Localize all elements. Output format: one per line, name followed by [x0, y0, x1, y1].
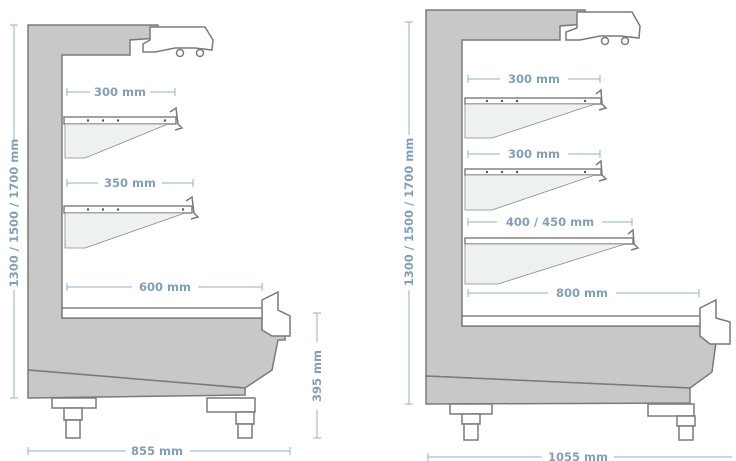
right-shelf-dim-2-label: 300 mm	[508, 147, 560, 161]
left-shelf-dim-1: 300 mm	[66, 85, 176, 99]
right-cabinet: 1300 / 1500 / 1700 mm 1055 mm 300 mm 300…	[402, 9, 732, 461]
right-cabinet-base	[425, 375, 691, 405]
right-depth-dimension: 1055 mm	[427, 450, 732, 461]
right-shelf-2-bracket	[464, 174, 596, 211]
right-shelf-2	[464, 159, 608, 211]
left-shelf-2	[63, 195, 200, 249]
right-leg-front	[647, 403, 696, 441]
right-canopy	[565, 11, 641, 41]
right-canopy-light-2	[620, 36, 630, 46]
right-shelf-2-front	[595, 159, 608, 182]
left-shelf-dim-2-label: 350 mm	[104, 176, 156, 190]
right-leg-rear-post	[461, 413, 481, 425]
right-shelf-3-front	[627, 228, 640, 251]
right-shelf-dim-4: 800 mm	[467, 286, 700, 300]
right-depth-label: 1055 mm	[548, 450, 608, 461]
right-leg-front-plate	[647, 403, 695, 417]
right-front-riser	[699, 298, 731, 345]
left-base-height-label: 395 mm	[310, 350, 324, 402]
right-shelf-1-bracket	[464, 103, 596, 139]
left-base-height-dimension: 395 mm	[310, 312, 324, 439]
right-shelf-dim-3: 400 / 450 mm	[467, 215, 633, 229]
left-height-label: 1300 / 1500 / 1700 mm	[7, 139, 21, 287]
left-shelf-1-bracket	[64, 123, 169, 159]
right-bottom-deck	[461, 315, 701, 327]
left-leg-front-plate	[206, 397, 256, 413]
left-leg-front-foot	[237, 423, 253, 439]
left-shelf-dim-3-label: 600 mm	[139, 280, 191, 294]
right-height-dimension: 1300 / 1500 / 1700 mm	[402, 21, 416, 405]
right-shelf-dim-3-label: 400 / 450 mm	[506, 215, 594, 229]
left-height-dimension: 1300 / 1500 / 1700 mm	[7, 24, 21, 399]
right-leg-front-post	[676, 415, 696, 427]
left-canopy-light-1	[175, 48, 185, 58]
right-shelf-1	[464, 88, 608, 139]
left-shelf-1	[63, 106, 184, 159]
right-leg-rear-plate	[449, 403, 493, 415]
right-shelf-3-plate	[464, 237, 634, 245]
left-depth-label: 855 mm	[131, 444, 183, 458]
left-leg-rear	[51, 397, 97, 439]
right-shelf-3	[464, 228, 640, 285]
left-leg-front-post	[235, 411, 255, 425]
left-leg-rear-foot	[65, 419, 81, 439]
shelf-rail-dots	[86, 99, 587, 211]
right-leg-rear	[449, 403, 493, 441]
right-leg-rear-foot	[463, 423, 479, 441]
right-shelf-1-plate	[464, 97, 602, 105]
right-shelf-3-bracket	[464, 243, 626, 285]
right-canopy-light-1	[600, 36, 610, 46]
left-front-riser	[261, 290, 291, 337]
right-shelf-dim-1: 300 mm	[467, 72, 601, 86]
left-cabinet: 1300 / 1500 / 1700 mm 855 mm 395 mm 300 …	[7, 24, 324, 458]
left-shelf-2-plate	[63, 205, 193, 214]
left-depth-dimension: 855 mm	[27, 444, 291, 458]
left-shelf-2-bracket	[64, 212, 186, 249]
right-shelf-dim-1-label: 300 mm	[508, 72, 560, 86]
left-canopy	[142, 26, 214, 53]
right-leg-front-foot	[678, 425, 694, 441]
left-shelf-1-plate	[63, 116, 177, 125]
left-leg-front	[206, 397, 256, 439]
left-bottom-deck	[61, 307, 263, 319]
right-height-label: 1300 / 1500 / 1700 mm	[402, 138, 416, 286]
right-shelf-1-front	[595, 88, 608, 111]
left-shelf-dim-3: 600 mm	[66, 280, 263, 294]
left-leg-rear-plate	[51, 397, 97, 409]
left-leg-rear-post	[63, 407, 83, 421]
left-shelf-1-front	[169, 106, 184, 131]
left-cabinet-base	[27, 369, 246, 399]
right-shelf-2-plate	[464, 168, 602, 176]
left-shelf-dim-2: 350 mm	[66, 176, 194, 190]
left-shelf-2-front	[185, 195, 200, 220]
right-shelf-dim-4-label: 800 mm	[556, 286, 608, 300]
left-shelf-dim-1-label: 300 mm	[94, 85, 146, 99]
left-canopy-light-2	[195, 48, 205, 58]
right-shelf-dim-2: 300 mm	[467, 147, 601, 161]
